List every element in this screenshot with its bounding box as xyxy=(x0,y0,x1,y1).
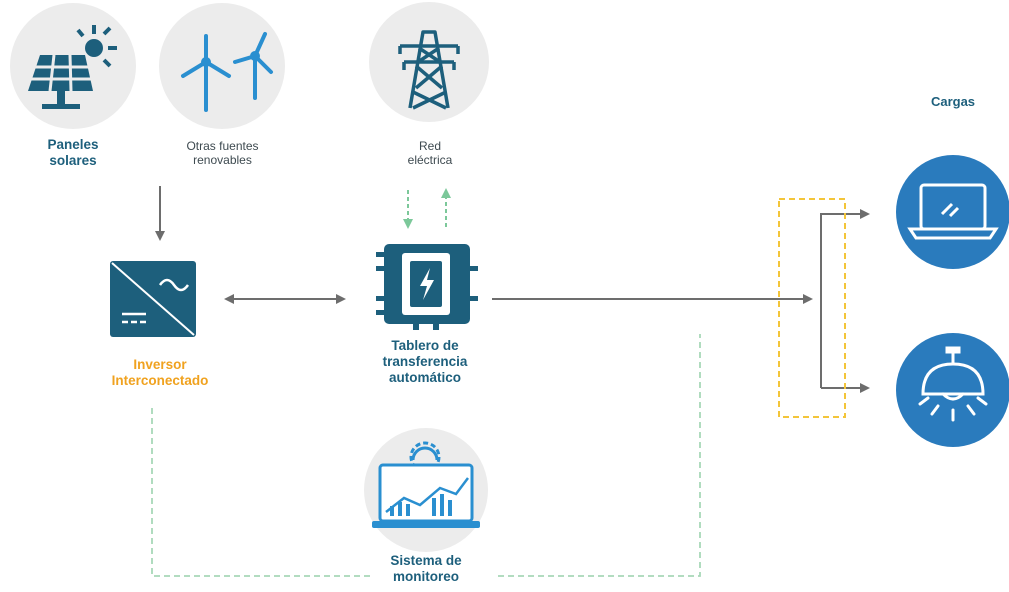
transfer-board-label: Tablero de transferencia automático xyxy=(382,338,468,386)
monitoring-label: Sistema de monitoreo xyxy=(390,553,462,585)
board-monitoring-link xyxy=(498,334,701,577)
inverter-icon xyxy=(110,261,196,337)
loads-protection-box xyxy=(778,198,846,418)
loads-title: Cargas xyxy=(930,94,976,109)
transfer-board-icon xyxy=(376,244,478,330)
laptop-icon xyxy=(907,183,999,240)
other-sources-label: Otras fuentes renovables xyxy=(186,139,259,168)
solar-panels-label: Paneles solares xyxy=(47,137,99,169)
monitoring-laptop-icon xyxy=(372,441,480,528)
power-tower-icon xyxy=(398,30,460,110)
ceiling-lamp-icon xyxy=(918,346,988,422)
grid-label: Red eléctrica xyxy=(407,139,453,168)
branch-to-laptop-arrow xyxy=(820,209,870,388)
solar-panel-icon xyxy=(28,25,117,109)
inverter-monitoring-link xyxy=(151,408,372,577)
wind-turbine-icon xyxy=(181,32,273,112)
inverter-label: Inversor Interconectado xyxy=(111,357,209,389)
lamp-load-circle xyxy=(896,333,1009,447)
